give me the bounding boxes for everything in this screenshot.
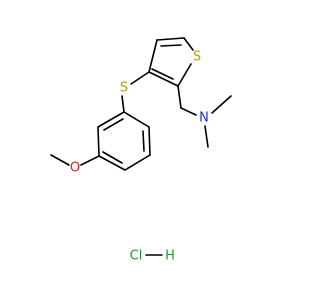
bond [177,63,192,87]
bond [148,39,158,73]
bond [130,71,150,85]
bond [160,44,182,47]
bond [102,151,123,164]
chlorine-label: Cl [130,249,143,264]
bond [80,155,100,166]
phenyl-ring [97,111,151,171]
thiophene-sulfur-label: S [193,50,201,65]
bond [183,37,194,51]
bond [50,154,70,166]
bond [142,130,145,152]
chemical-structure: S S N O Cl H [50,37,232,264]
methoxy-oxygen-label: O [70,161,80,176]
bond [98,155,126,171]
bond [97,126,100,157]
bond [177,85,182,109]
amine-nitrogen-label: N [199,111,209,126]
thiophene-ring [148,37,194,87]
bond [211,95,232,114]
thioether-sulfur-label: S [120,81,128,96]
bond [151,68,174,80]
bond [121,95,125,113]
bond [123,111,150,128]
bond [204,125,209,148]
bond [156,37,185,41]
bond [97,111,125,128]
bond [103,118,124,131]
bond [148,126,151,156]
hydrogen-label: H [165,249,175,264]
bond [148,71,179,87]
bond [124,154,151,171]
bond [180,107,197,116]
